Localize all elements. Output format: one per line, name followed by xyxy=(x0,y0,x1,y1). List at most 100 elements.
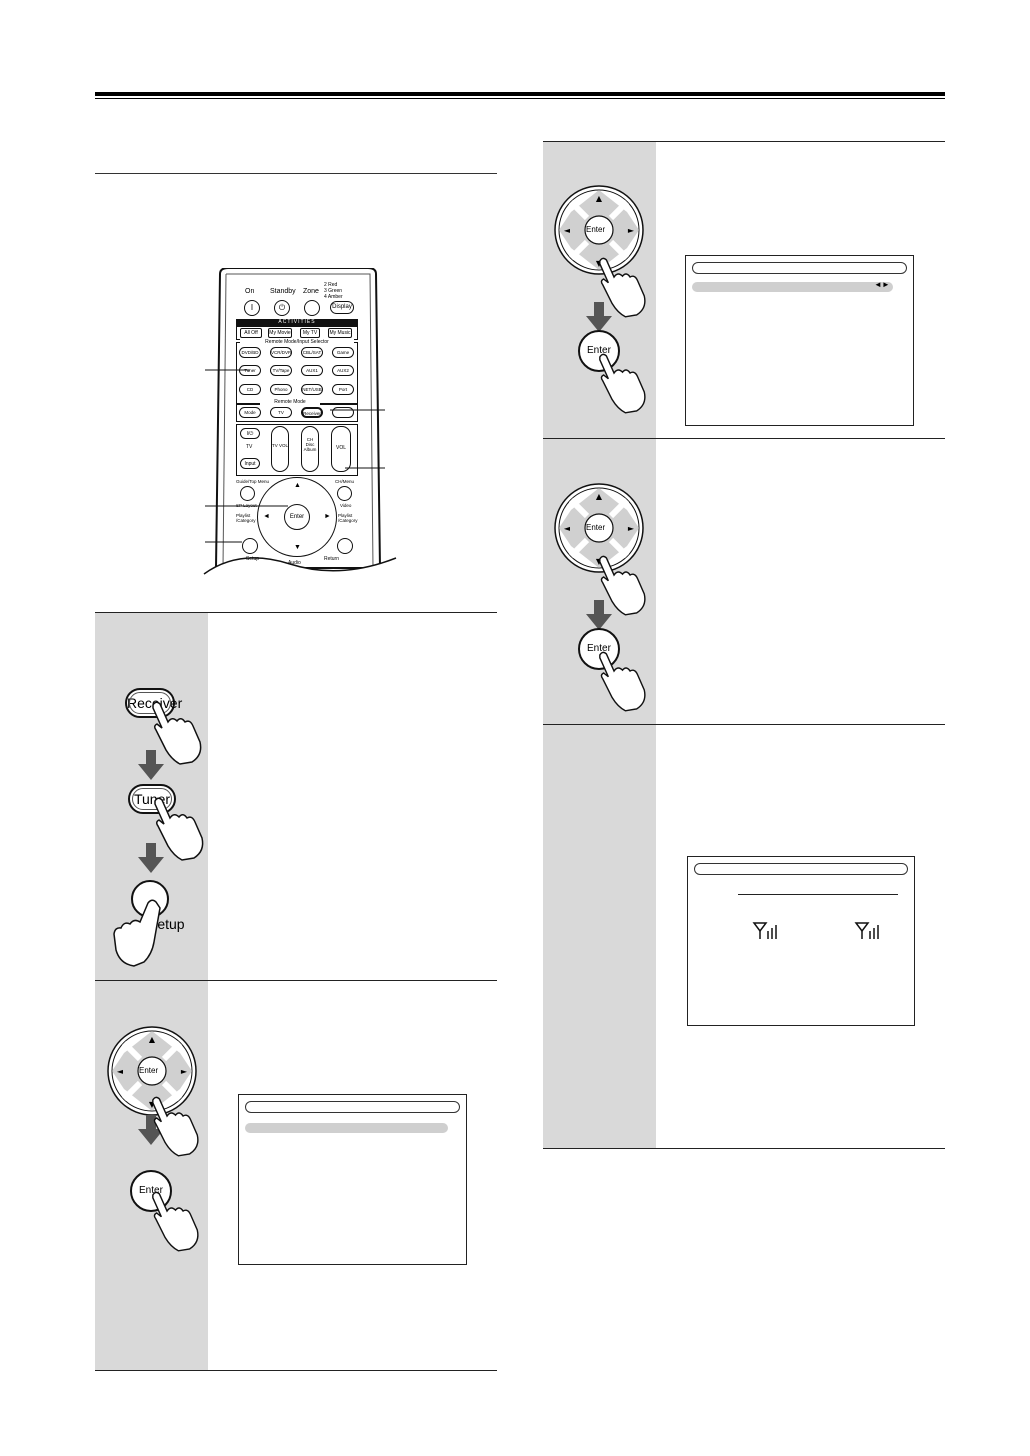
tuner-button-large[interactable]: Tuner xyxy=(128,784,176,814)
tv-power-button[interactable]: I/⏻ xyxy=(240,428,260,439)
cbl-sat-button[interactable]: CBL/SAT xyxy=(301,347,323,358)
svg-text:◄: ◄ xyxy=(564,226,571,235)
down-arrow-icon xyxy=(586,600,612,630)
step1-top-rule xyxy=(95,612,497,613)
aux1-button[interactable]: AUX1 xyxy=(301,365,323,376)
game-button[interactable]: Game xyxy=(332,347,354,358)
dvd-bd-button[interactable]: DVD/BD xyxy=(239,347,261,358)
osd-title-bar xyxy=(692,262,907,274)
remote-dpad[interactable] xyxy=(257,477,337,557)
my-movie-button[interactable]: My Movie xyxy=(268,328,292,338)
ch-rocker[interactable]: CH Disc Album xyxy=(301,426,319,472)
remote-enter-button[interactable]: Enter xyxy=(284,504,310,530)
dpad-enter-label: Enter xyxy=(586,523,606,532)
step4-top-rule xyxy=(543,438,945,439)
step5-bottom-rule xyxy=(543,1148,945,1149)
header-rule-thin xyxy=(95,98,945,99)
tv-vol-rocker[interactable]: TV VOL xyxy=(271,426,289,472)
pointing-hand-icon xyxy=(599,555,646,616)
net-usb-button[interactable]: NET/USB xyxy=(301,384,323,395)
extra-mode-button[interactable] xyxy=(332,407,354,418)
disc-label: Disc xyxy=(305,442,315,447)
display-button[interactable]: Display xyxy=(330,301,354,314)
pointing-hand-icon xyxy=(599,651,646,712)
antenna-signal-icon xyxy=(854,922,879,939)
dpad-icon: ▲ ▼ ◄ ► xyxy=(107,1026,197,1116)
svg-text:◄: ◄ xyxy=(117,1067,124,1076)
osd-title-bar xyxy=(694,863,908,875)
playlist-right-label: Playlist /Category xyxy=(338,513,358,523)
zone-button[interactable] xyxy=(304,300,320,316)
svg-text:►: ► xyxy=(181,1067,188,1076)
down-arrow-icon xyxy=(586,302,612,332)
pointing-hand-icon xyxy=(152,701,202,765)
osd-underline xyxy=(738,894,898,895)
svg-text:▲: ▲ xyxy=(596,194,603,203)
video-button[interactable] xyxy=(337,486,352,501)
ch-menu-label: CH/Menu xyxy=(335,479,355,484)
sp-layout-button[interactable] xyxy=(240,486,255,501)
pointing-hand-icon xyxy=(154,797,204,861)
phono-button[interactable]: Phono xyxy=(270,384,292,395)
left-right-arrows-icon: ◄► xyxy=(874,280,890,289)
all-off-button[interactable]: All Off xyxy=(240,328,262,338)
step5-sidebar xyxy=(543,725,656,1148)
setup-button[interactable] xyxy=(242,538,258,554)
activities-header: ACTIVITIES xyxy=(236,319,358,326)
vol-rocker[interactable]: VOL xyxy=(331,426,351,472)
svg-text:▲: ▲ xyxy=(596,492,603,501)
input-selector-grid: DVD/BD VCR/DVR CBL/SAT Game Tuner TV/Tap… xyxy=(239,347,357,403)
pointing-hand-icon xyxy=(152,1191,199,1252)
section-rule xyxy=(95,173,497,174)
pointing-hand-icon xyxy=(113,899,161,967)
enter-button-step2-label: Enter xyxy=(139,1185,163,1196)
setup-label: Setup xyxy=(246,556,260,562)
input-button[interactable]: Input xyxy=(240,458,260,469)
receiver-button[interactable]: Receiver xyxy=(125,688,182,718)
enter-button-step4[interactable] xyxy=(578,628,620,670)
down-arrow-icon xyxy=(138,1115,164,1145)
dpad-step3: ▲ ▼ ◄ ► Enter xyxy=(553,184,645,276)
port-button[interactable]: Port xyxy=(332,384,354,395)
return-label: Return xyxy=(324,556,340,562)
on-button[interactable]: I xyxy=(244,300,260,316)
dpad-icon: ▲ ▼ ◄ ► xyxy=(554,185,644,275)
return-button[interactable] xyxy=(337,538,353,554)
dpad-step4: ▲ ▼ ◄ ► Enter xyxy=(553,482,645,574)
antenna-signal-icon xyxy=(752,922,777,939)
remote-buttons: On Standby Zone 2 Red 3 Green 4 Amber I … xyxy=(200,268,400,598)
osd-title-bar xyxy=(245,1101,460,1113)
audio-label: Audio xyxy=(288,560,301,566)
guide-top-menu-label: Guide/Top Menu xyxy=(236,479,270,484)
on-label: On xyxy=(245,288,255,295)
zone-legend-4: 4 Amber xyxy=(324,294,343,300)
standby-label: Standby xyxy=(270,288,296,295)
playlist-left-label: Playlist /Category xyxy=(236,513,256,523)
dpad-enter-label: Enter xyxy=(586,225,606,234)
callout-lines xyxy=(205,369,385,543)
album-label: Album xyxy=(303,447,317,452)
my-music-button[interactable]: My Music xyxy=(328,328,352,338)
mode-button[interactable]: Mode xyxy=(239,407,261,418)
enter-button-step4-label: Enter xyxy=(587,643,611,654)
my-tv-button[interactable]: My TV xyxy=(300,328,320,338)
tv-mode-button[interactable]: TV xyxy=(270,407,292,418)
aux2-button[interactable]: AUX2 xyxy=(332,365,354,376)
pointing-hand-icon xyxy=(599,257,646,318)
down-arrow-icon xyxy=(138,843,164,873)
down-arrow-icon xyxy=(138,750,164,780)
dpad-step2: ▲ ▼ ◄ ► Enter xyxy=(106,1025,198,1117)
dpad-icon: ▲ ▼ ◄ ► xyxy=(554,483,644,573)
remote-mode-header: Remote Mode xyxy=(260,399,320,405)
svg-text:►: ► xyxy=(628,524,635,533)
cd-button[interactable]: CD xyxy=(239,384,261,395)
volume-box xyxy=(236,424,358,476)
tv-tape-button[interactable]: TV/Tape xyxy=(270,365,292,376)
dpad-left-icon: ◄ xyxy=(263,513,270,520)
enter-button-step3[interactable] xyxy=(578,330,620,372)
vcr-dvr-button[interactable]: VCR/DVR xyxy=(270,347,292,358)
dpad-enter-label: Enter xyxy=(139,1066,159,1075)
receiver-mode-button[interactable]: Receiver xyxy=(301,407,323,418)
step5-top-rule xyxy=(543,724,945,725)
standby-button[interactable]: ⏻ xyxy=(274,300,290,316)
